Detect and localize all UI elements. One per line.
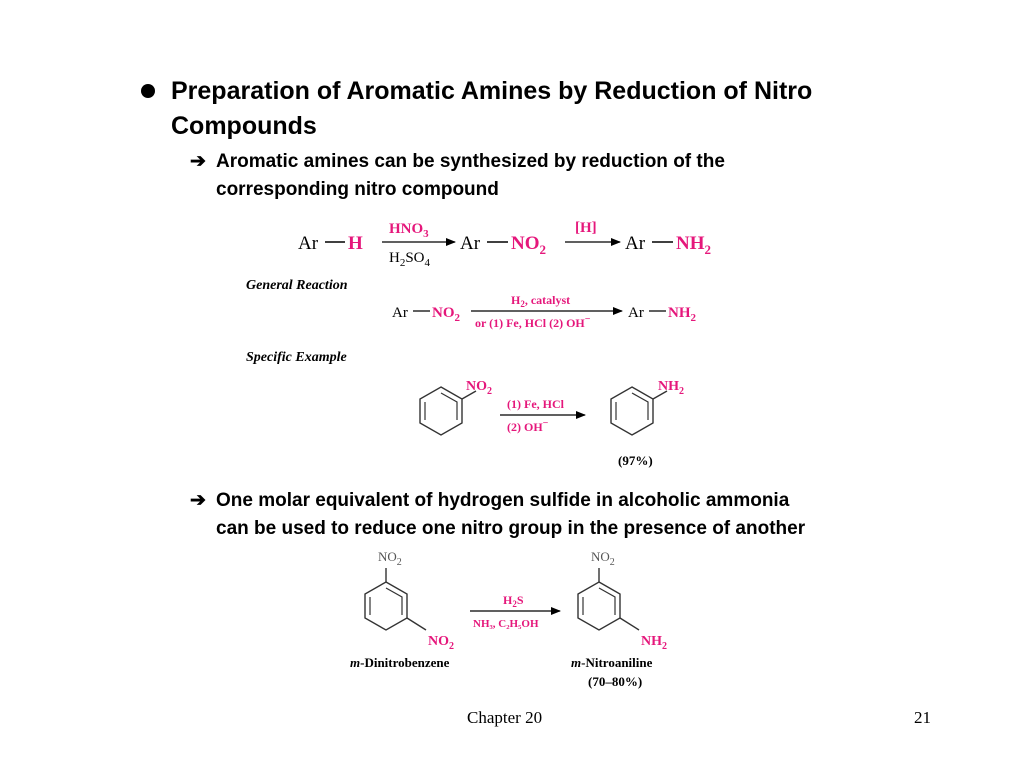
product-name: m-Nitroaniline	[571, 655, 653, 670]
ar-label: Ar	[392, 305, 408, 321]
nitro-group: NO2	[511, 233, 546, 257]
page-number: 21	[914, 708, 931, 727]
right-arrow-icon: ➔	[190, 490, 206, 511]
ar-label: Ar	[625, 233, 646, 254]
dinitrobenzene-structure: NO2 NO2 m-Dinitrobenzene	[350, 549, 454, 670]
reactant-name: m-Dinitrobenzene	[350, 655, 450, 670]
nitrobenzene-structure: NO2	[419, 379, 492, 436]
title-line-2: Compounds	[171, 112, 317, 140]
amino-group: NH2	[668, 305, 697, 324]
hydroxide-reagent: (2) OH−	[507, 418, 549, 434]
bond	[619, 617, 640, 631]
general-reaction: General Reaction Ar NO2 H2, catalyst or …	[246, 278, 697, 330]
h-atom: H	[348, 233, 363, 254]
benzene-ring	[577, 581, 621, 631]
nitro-group: NO2	[432, 305, 461, 324]
yield-label: (97%)	[618, 453, 653, 468]
benzene-ring	[610, 386, 654, 436]
hno3-reagent: HNO3	[389, 221, 429, 240]
slide-title: Preparation of Aromatic Amines by Reduct…	[171, 74, 931, 144]
sub-point-1-line-1: Aromatic amines can be synthesized by re…	[216, 151, 725, 172]
general-reaction-label: General Reaction	[246, 278, 348, 293]
amino-group: NH2	[658, 379, 684, 397]
bullet-dot	[141, 84, 155, 98]
amino-group: NH2	[676, 233, 711, 257]
amino-group: NH2	[641, 634, 667, 652]
bond	[461, 390, 477, 400]
right-arrow-icon: ➔	[190, 151, 206, 172]
title-line-1: Preparation of Aromatic Amines by Reduct…	[171, 77, 813, 105]
ar-label: Ar	[460, 233, 481, 254]
yield-label: (70–80%)	[588, 674, 642, 689]
bond	[406, 617, 427, 631]
specific-example-label: Specific Example	[246, 350, 347, 365]
reducing-agent: [H]	[575, 220, 597, 236]
nitroaniline-structure: NO2 NH2 m-Nitroaniline (70–80%)	[571, 549, 667, 689]
nitro-group: NO2	[378, 549, 402, 568]
ammonia-ethanol-reagent: NH₃, C₂H₅OH	[473, 618, 539, 630]
specific-example: Specific Example NO2 (1) Fe, HCl (2) OH−	[246, 350, 684, 468]
iron-hcl-reagent: (1) Fe, HCl	[507, 397, 565, 411]
footer-chapter: Chapter 20	[467, 708, 543, 727]
benzene-ring	[364, 581, 408, 631]
nitro-group: NO2	[591, 549, 615, 568]
sub-point-2-line-2: can be used to reduce one nitro group in…	[216, 518, 806, 539]
ar-label: Ar	[298, 233, 319, 254]
iron-acid-reagent: or (1) Fe, HCl (2) OH−	[475, 314, 591, 330]
sub-point-1: ➔ Aromatic amines can be synthesized by r…	[190, 148, 950, 204]
sub-point-2-line-1: One molar equivalent of hydrogen sulfide…	[216, 490, 790, 511]
double-bond	[385, 587, 403, 615]
h2so4-reagent: H2SO4	[389, 250, 431, 269]
selective-reduction: NO2 NO2 m-Dinitrobenzene H2S NH₃, C₂H₅OH…	[350, 549, 667, 689]
scheme-nitration-reduction: Ar H HNO3 H2SO4 Ar NO2 [H] Ar NH2	[298, 220, 711, 269]
h2s-reagent: H2S	[503, 593, 524, 609]
sub-point-2: ➔ One molar equivalent of hydrogen sulfid…	[190, 487, 950, 543]
bond	[652, 390, 668, 400]
hydrogen-catalyst-reagent: H2, catalyst	[511, 293, 570, 309]
double-bond	[598, 587, 616, 615]
double-bond	[631, 392, 649, 420]
nitro-group: NO2	[466, 379, 492, 397]
double-bond	[440, 392, 458, 420]
aniline-structure: NH2	[610, 379, 684, 436]
sub-point-1-line-2: corresponding nitro compound	[216, 179, 499, 200]
nitro-group: NO2	[428, 634, 454, 652]
benzene-ring	[419, 386, 463, 436]
ar-label: Ar	[628, 305, 644, 321]
